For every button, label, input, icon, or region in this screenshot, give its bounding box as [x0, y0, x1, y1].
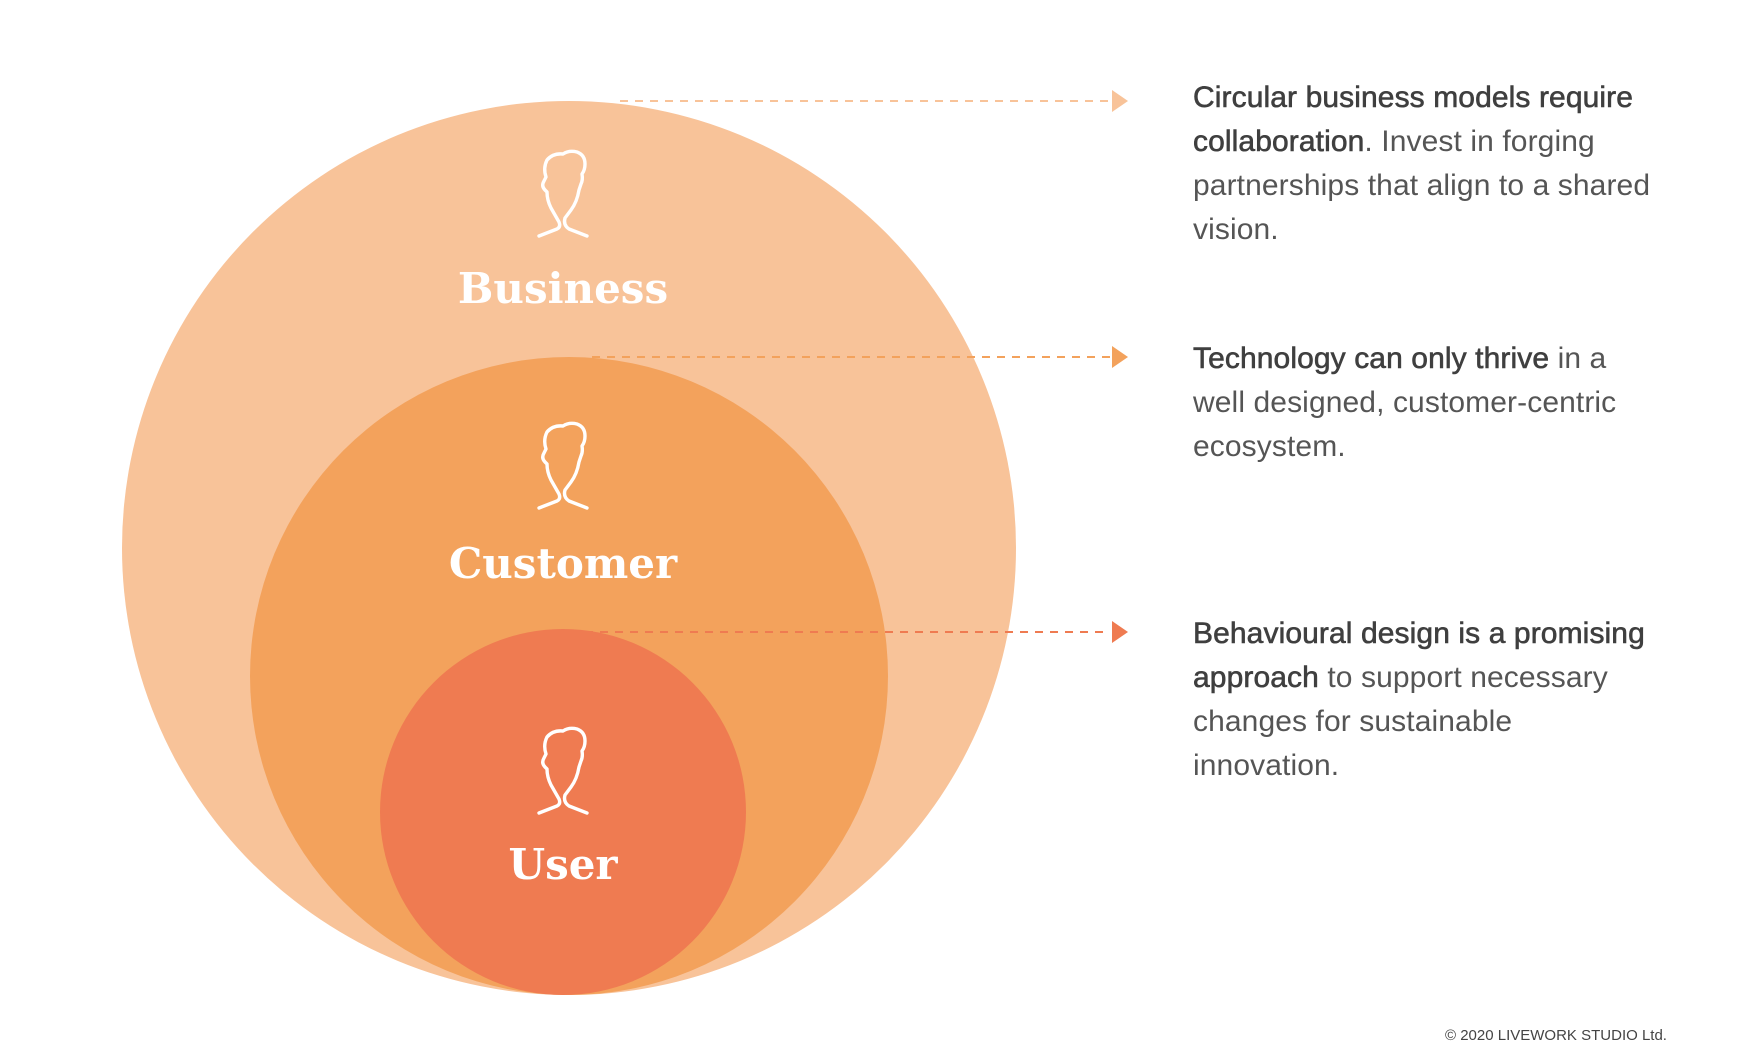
- business-connector: [620, 90, 1128, 112]
- user-description: Behavioural design is a promising approa…: [1193, 612, 1653, 788]
- business-description-rest: . Invest in forging partnerships that al…: [1193, 125, 1651, 246]
- customer-description-rest: in a well designed, customer-centric eco…: [1193, 342, 1617, 463]
- customer-description: Technology can only thrive in a well des…: [1193, 337, 1653, 469]
- user-description-rest: to support necessary changes for sustain…: [1193, 661, 1608, 782]
- user-circle: [380, 629, 746, 995]
- customer-arrowhead-icon: [1112, 346, 1128, 368]
- user-arrowhead-icon: [1112, 621, 1128, 643]
- business-arrowhead-icon: [1112, 90, 1128, 112]
- user-description-strong: Behavioural design is a promising approa…: [1193, 617, 1645, 695]
- business-label: Business: [458, 264, 668, 313]
- user-label: User: [508, 840, 618, 889]
- business-description: Circular business models require collabo…: [1193, 76, 1653, 252]
- copyright-notice: © 2020 LIVEWORK STUDIO Ltd.: [1445, 1027, 1667, 1044]
- customer-description-strong: Technology can only thrive: [1193, 342, 1550, 376]
- business-description-strong: Circular business models require collabo…: [1193, 81, 1634, 159]
- customer-label: Customer: [449, 539, 678, 588]
- customer-connector: [592, 346, 1128, 368]
- user-connector: [585, 621, 1128, 643]
